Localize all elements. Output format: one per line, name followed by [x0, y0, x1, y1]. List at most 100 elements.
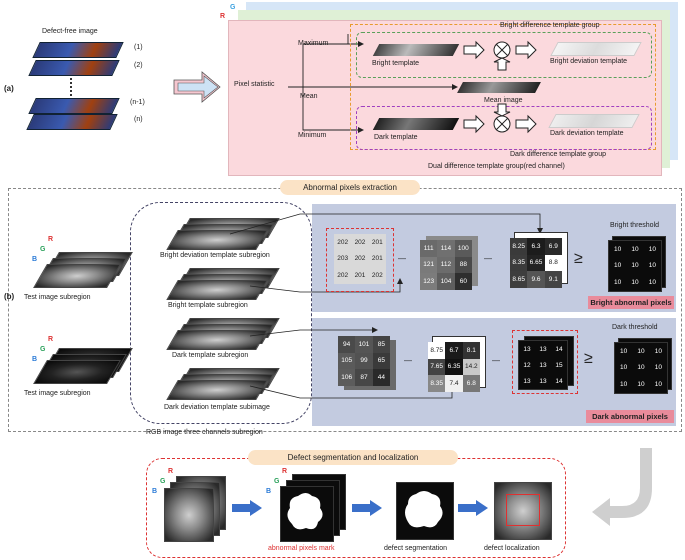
matrix-cell: 8.1 [462, 342, 480, 359]
matrix-cell: 201 [354, 272, 366, 280]
minus-operator-2: — [484, 254, 492, 263]
matrix-cell: 14 [555, 377, 563, 385]
localization-box [506, 494, 540, 526]
minimum-label: Minimum [298, 132, 327, 139]
matrix-cell: 10 [631, 279, 639, 287]
matrix-cell: 6.8 [462, 375, 480, 392]
matrix-cell: 9.1 [544, 271, 562, 288]
matrix-cell: 100 [454, 240, 472, 257]
matrix-cell: 202 [354, 255, 366, 263]
matrix-cell: 8.75 [428, 342, 446, 359]
g-channel-label-3: G [160, 478, 166, 485]
matrix-cell: 106 [338, 369, 356, 386]
panel-b-tag: (b) [4, 292, 15, 301]
matrix-cell: 15 [555, 361, 563, 369]
matrix-cell: 8.8 [544, 254, 562, 272]
matrix-cell: 112 [437, 256, 455, 274]
dark-template-label: Dark template [374, 134, 418, 141]
g-channel-label-2: G [40, 346, 46, 353]
matrix-cell: 14.2 [462, 358, 480, 376]
matrix-cell: 104 [437, 273, 455, 290]
matrix-cell: 44 [372, 369, 390, 386]
matrix-cell: 65 [372, 352, 390, 370]
matrix-cell: 12 [523, 361, 531, 369]
matrix-cell: 13 [539, 361, 547, 369]
matrix-cell: 10 [654, 364, 662, 372]
r-channel-label-1: R [48, 236, 54, 243]
matrix-cell: 8.35 [428, 375, 446, 392]
stack-ellipsis [70, 78, 74, 96]
matrix-cell: 10 [614, 245, 622, 253]
dark-template-subregion-label: Dark template subregion [172, 352, 249, 359]
matrix-cell: 10 [614, 262, 622, 270]
matrix-cell: 202 [354, 238, 366, 246]
dark-result-highlight [512, 330, 578, 394]
minus-operator-1: — [398, 254, 406, 263]
matrix-cell: 10 [648, 245, 656, 253]
segmentation-blob-shape [405, 491, 443, 528]
minus-operator-3: — [404, 356, 412, 365]
test-matrix-highlight [326, 228, 394, 292]
abnormal-extraction-header: Abnormal pixels extraction [280, 180, 420, 195]
matrix-cell: 9.6 [527, 271, 545, 288]
dark-abnormal-badge: Dark abnormal pixels [586, 410, 674, 423]
matrix-cell: 88 [454, 256, 472, 274]
matrix-cell: 10 [637, 347, 645, 355]
bright-threshold-label: Bright threshold [610, 222, 660, 229]
localization-image [494, 482, 552, 540]
matrix-cell: 6.3 [527, 238, 545, 255]
matrix-cell: 202 [337, 272, 349, 280]
mean-image-label: Mean image [484, 97, 523, 104]
geq-operator-1: ≥ [574, 250, 583, 267]
matrix-cell: 6.9 [544, 238, 562, 255]
matrix-cell: 10 [631, 245, 639, 253]
matrix-cell: 10 [654, 347, 662, 355]
matrix-cell: 6.35 [445, 358, 463, 376]
matrix-cell: 10 [631, 262, 639, 270]
bright-deviation-label: Bright deviation template [550, 58, 628, 65]
abnormal-blob-shape [287, 493, 323, 530]
dark-group-label: Dark difference template group [510, 151, 606, 158]
matrix-cell: 111 [420, 240, 438, 257]
matrix-cell: 60 [454, 273, 472, 290]
bright-template-group-box [356, 32, 652, 78]
matrix-cell: 10 [648, 279, 656, 287]
segmentation-header: Defect segmentation and localization [248, 450, 458, 465]
minus-operator-4: — [492, 356, 500, 365]
channel-g-label: G [230, 4, 236, 11]
matrix-cell: 114 [437, 240, 455, 257]
dark-deviation-subimage-label: Dark deviation template subimage [164, 404, 270, 411]
matrix-cell: 201 [371, 238, 383, 246]
r-channel-label-3: R [168, 468, 174, 475]
pixel-statistic-label: Pixel statistic [234, 81, 275, 88]
stack-index-n: (n) [134, 116, 143, 123]
matrix-cell: 202 [337, 238, 349, 246]
g-channel-label-4: G [274, 478, 280, 485]
matrix-cell: 10 [637, 381, 645, 389]
maximum-label: Maximum [298, 40, 329, 47]
matrix-cell: 203 [337, 255, 349, 263]
mean-label: Mean [300, 93, 318, 100]
rgb-caption: RGB image three channels subregion [146, 429, 263, 436]
matrix-cell: 99 [355, 352, 373, 370]
geq-operator-2: ≥ [584, 350, 593, 367]
abnormal-mark-label: abnormal pixels mark [268, 545, 335, 552]
stack-index-n-1: (n-1) [130, 99, 145, 106]
matrix-cell: 10 [620, 347, 628, 355]
template-operators [463, 40, 537, 134]
channel-r-label: R [220, 13, 226, 20]
matrix-cell: 10 [637, 364, 645, 372]
matrix-cell: 10 [620, 381, 628, 389]
matrix-cell: 101 [355, 336, 373, 353]
panel-a-tag: (a) [4, 84, 14, 93]
bright-deviation-subregion-label: Bright deviation template subregion [160, 252, 270, 259]
matrix-cell: 87 [355, 369, 373, 386]
matrix-cell: 6.7 [445, 342, 463, 359]
r-channel-label-2: R [48, 336, 54, 343]
